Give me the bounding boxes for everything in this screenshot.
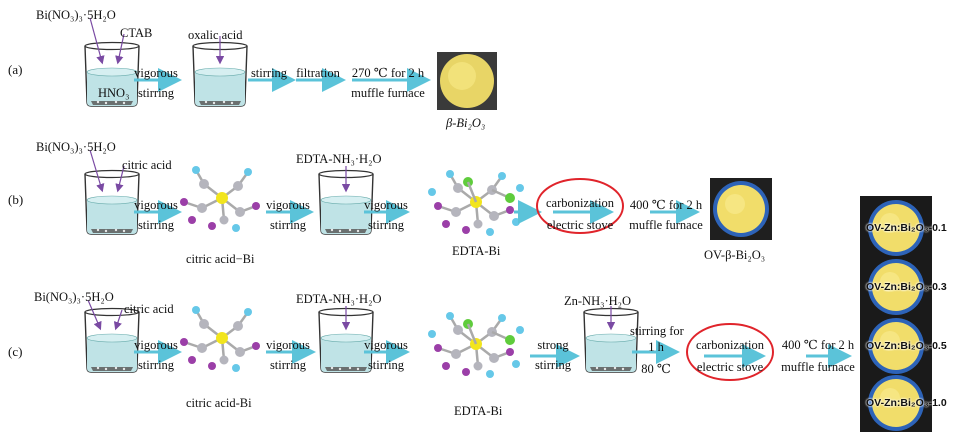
step-b3-top: vigorous	[364, 198, 408, 212]
carbonization-b-bottom: electric stove	[546, 218, 614, 232]
product-beta-bi2o3: β-Bi₂O₃	[446, 116, 486, 130]
step-a1-bottom: stirring	[137, 86, 175, 100]
row-a-graphics	[84, 17, 497, 110]
carbonization-b-top: carbonization	[545, 196, 615, 210]
sample-label-1-0: OV-Zn:Bi₂O₃-1.0	[866, 397, 947, 409]
step-c2-top: vigorous	[266, 338, 310, 352]
step-c5-line3: 80 ℃	[641, 362, 671, 376]
step-b4-top: 400 ℃ for 2 h	[629, 198, 703, 212]
step-c5-line2: 1 h	[648, 340, 664, 354]
step-b1-bottom: stirring	[137, 218, 175, 232]
step-c1-bottom: stirring	[137, 358, 175, 372]
reagent-edta-c: EDTA-NH₃·H₂O	[296, 292, 382, 306]
step-c6-bottom: muffle furnace	[781, 360, 855, 374]
intermediate-citric-acid-bi-b: citric acid−Bi	[186, 252, 255, 266]
step-a2: stirring	[250, 66, 288, 80]
step-a4-bottom: muffle furnace	[351, 86, 425, 100]
step-c3-bottom: stirring	[367, 358, 405, 372]
reagent-ctab: CTAB	[120, 26, 153, 40]
panel-label-c: (c)	[8, 344, 23, 359]
step-b2-bottom: stirring	[269, 218, 307, 232]
intermediate-citric-acid-bi-c: citric acid-Bi	[186, 396, 252, 410]
sample-label-0-1: OV-Zn:Bi₂O₃-0.1	[866, 222, 947, 234]
row-c-graphics	[84, 299, 852, 381]
step-a3: filtration	[296, 66, 340, 80]
carbonization-c-top: carbonization	[695, 338, 765, 352]
sample-label-0-5: OV-Zn:Bi₂O₃-0.5	[866, 340, 947, 352]
solvent-hno3: HNO₃	[98, 86, 130, 100]
intermediate-edta-bi-b: EDTA-Bi	[452, 244, 501, 258]
panel-label-a: (a)	[8, 62, 23, 77]
product-ov-beta-bi2o3: OV-β-Bi₂O₃	[704, 248, 766, 262]
sample-column	[860, 196, 932, 432]
reagent-citric-acid-c: citric acid	[124, 302, 174, 316]
panel-label-b: (b)	[8, 192, 24, 207]
step-b1-top: vigorous	[134, 198, 178, 212]
step-c4-bottom: stirring	[534, 358, 572, 372]
reagent-citric-acid-b: citric acid	[122, 158, 172, 172]
step-c3-top: vigorous	[364, 338, 408, 352]
step-b4-bottom: muffle furnace	[629, 218, 703, 232]
reagent-zn-nh3: Zn-NH₃·H₂O	[564, 294, 632, 308]
step-c6-top: 400 ℃ for 2 h	[781, 338, 855, 352]
reagent-bi-nitrate-b: Bi(NO₃)₃·5H₂O	[36, 140, 116, 154]
step-c4-top: strong	[537, 338, 569, 352]
row-b-graphics	[84, 149, 772, 240]
sample-label-0-3: OV-Zn:Bi₂O₃-0.3	[866, 281, 947, 293]
reagent-bi-nitrate-a: Bi(NO₃)₃·5H₂O	[36, 8, 116, 22]
step-a1-top: vigorous	[134, 66, 178, 80]
intermediate-edta-bi-c: EDTA-Bi	[454, 404, 503, 418]
carbonization-c-bottom: electric stove	[696, 360, 764, 374]
step-c1-top: vigorous	[134, 338, 178, 352]
reagent-oxalic-acid: oxalic acid	[188, 28, 243, 42]
step-c2-bottom: stirring	[269, 358, 307, 372]
step-b3-bottom: stirring	[367, 218, 405, 232]
step-c5-line1: stirring for	[630, 324, 684, 338]
reagent-edta-b: EDTA-NH₃·H₂O	[296, 152, 382, 166]
reagent-bi-nitrate-c: Bi(NO₃)₃·5H₂O	[34, 290, 114, 304]
step-a4-top: 270 ℃ for 2 h	[351, 66, 425, 80]
step-b2-top: vigorous	[266, 198, 310, 212]
